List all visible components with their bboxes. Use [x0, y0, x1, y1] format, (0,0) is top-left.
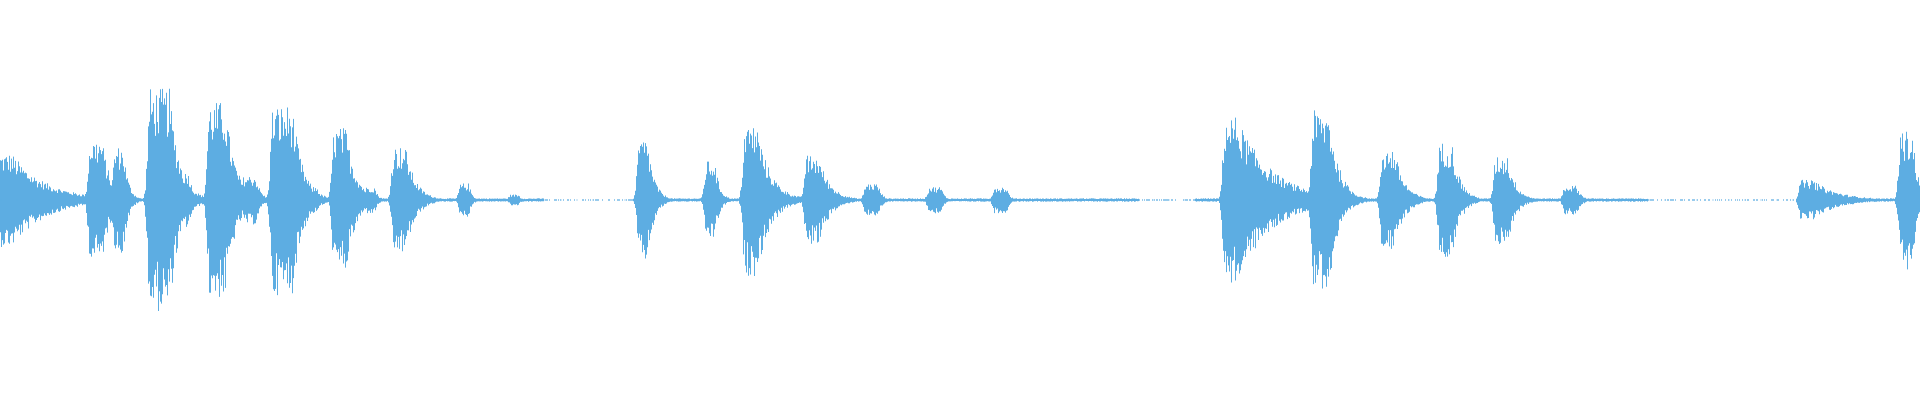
waveform-amplitude-path: [0, 88, 1920, 311]
waveform-bars: [0, 88, 1920, 311]
